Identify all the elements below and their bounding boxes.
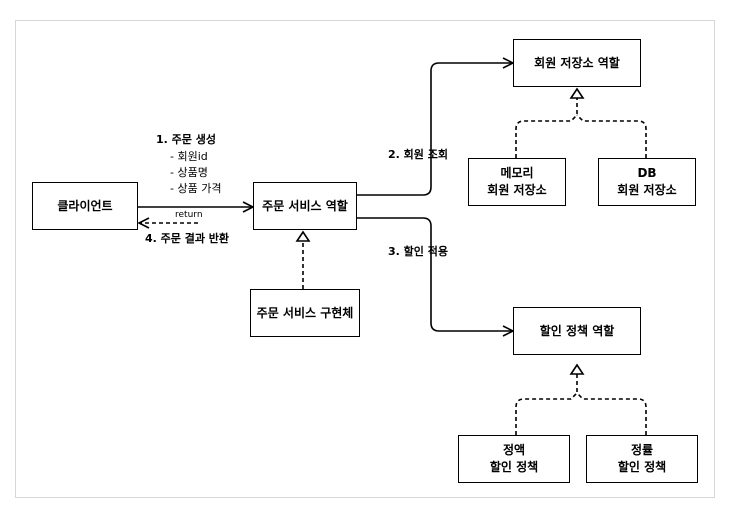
member-repo-role-box: 회원 저장소 역할	[513, 39, 641, 87]
create-order-label: 1. 주문 생성	[156, 133, 216, 146]
product-name-label: - 상품명	[170, 166, 208, 179]
discount-role-label: 할인 정책 역할	[539, 323, 615, 338]
fixed-discount-box: 정액 할인 정책	[458, 435, 570, 483]
product-price-label: - 상품 가격	[170, 182, 222, 195]
memory-repo-label-line2: 회원 저장소	[487, 183, 547, 197]
order-service-impl-label: 주문 서비스 구현체	[256, 305, 354, 320]
member-repo-triangle	[569, 87, 585, 99]
order-impl-triangle	[295, 230, 311, 242]
order-result-label: 4. 주문 결과 반환	[145, 232, 230, 245]
member-id-label: - 회원id	[170, 150, 208, 163]
client-label: 클라이언트	[57, 198, 113, 213]
db-repo-label-line1: DB	[637, 166, 657, 180]
db-repo-label-line2: 회원 저장소	[617, 183, 677, 197]
rate-discount-label-line1: 정률	[630, 443, 654, 457]
client-box: 클라이언트	[32, 182, 138, 230]
return-label: return	[175, 210, 203, 220]
db-repo-box: DB 회원 저장소	[598, 158, 696, 206]
memory-repo-label-line1: 메모리	[500, 166, 534, 180]
diagram-frame	[15, 20, 715, 498]
member-lookup-label: 2. 회원 조회	[388, 148, 448, 161]
memory-repo-box: 메모리 회원 저장소	[468, 158, 566, 206]
apply-discount-label: 3. 할인 적용	[388, 245, 448, 258]
memory-repo-realization	[515, 114, 578, 158]
order-service-role-box: 주문 서비스 역할	[253, 182, 357, 230]
order-service-role-label: 주문 서비스 역할	[262, 198, 348, 213]
rate-discount-label-line2: 할인 정책	[617, 460, 667, 474]
rate-discount-box: 정률 할인 정책	[586, 435, 698, 483]
fixed-discount-realization	[515, 392, 578, 435]
discount-role-box: 할인 정책 역할	[513, 307, 641, 355]
member-repo-role-label: 회원 저장소 역할	[534, 55, 620, 70]
member-lookup-arrow	[357, 63, 513, 196]
rate-discount-realization	[576, 392, 647, 435]
fixed-discount-label-line1: 정액	[502, 443, 526, 457]
discount-triangle	[569, 363, 585, 375]
apply-discount-arrow	[357, 217, 513, 331]
order-service-impl-box: 주문 서비스 구현체	[250, 289, 360, 337]
fixed-discount-label-line2: 할인 정책	[489, 460, 539, 474]
db-repo-realization	[576, 114, 647, 158]
